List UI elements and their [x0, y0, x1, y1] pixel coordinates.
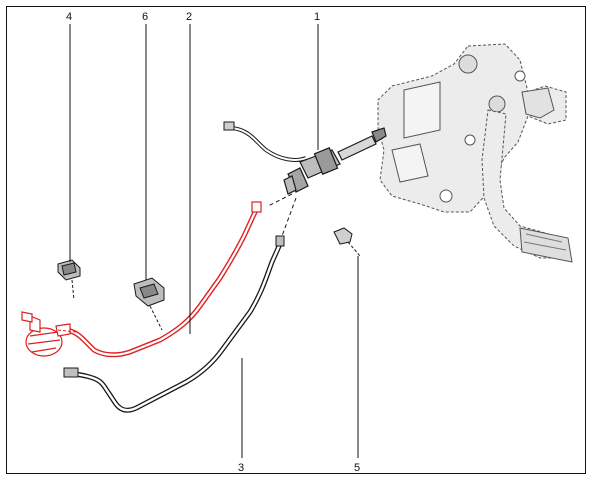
callout-label-1: 1: [314, 11, 320, 23]
connection-dash-line: [267, 193, 293, 207]
connection-dash-line: [57, 329, 77, 333]
pipe-clip-5: [333, 227, 353, 245]
pipe-clip-6: [133, 277, 165, 307]
connection-dash-line: [149, 305, 163, 331]
callout-label-6: 6: [142, 11, 148, 23]
reservoir-feed-hose: [231, 126, 307, 162]
clutch-slave-cylinder: [21, 311, 71, 357]
hose-end-fitting: [223, 121, 235, 131]
connection-dash-line: [347, 241, 361, 257]
connection-dash-line: [71, 279, 75, 301]
pipe-clip-4: [57, 259, 81, 281]
callout-leaders: [69, 24, 359, 458]
connection-dash-line: [281, 197, 297, 237]
pedal-bracket-assembly: [377, 43, 573, 263]
callout-label-3: 3: [238, 462, 244, 474]
clutch-pipe-2-highlighted: [61, 201, 262, 358]
clutch-pipe-3: [63, 235, 285, 413]
clutch-master-cylinder: [283, 127, 387, 195]
callout-label-2: 2: [186, 11, 192, 23]
callout-label-4: 4: [66, 11, 72, 23]
callout-label-5: 5: [354, 462, 360, 474]
